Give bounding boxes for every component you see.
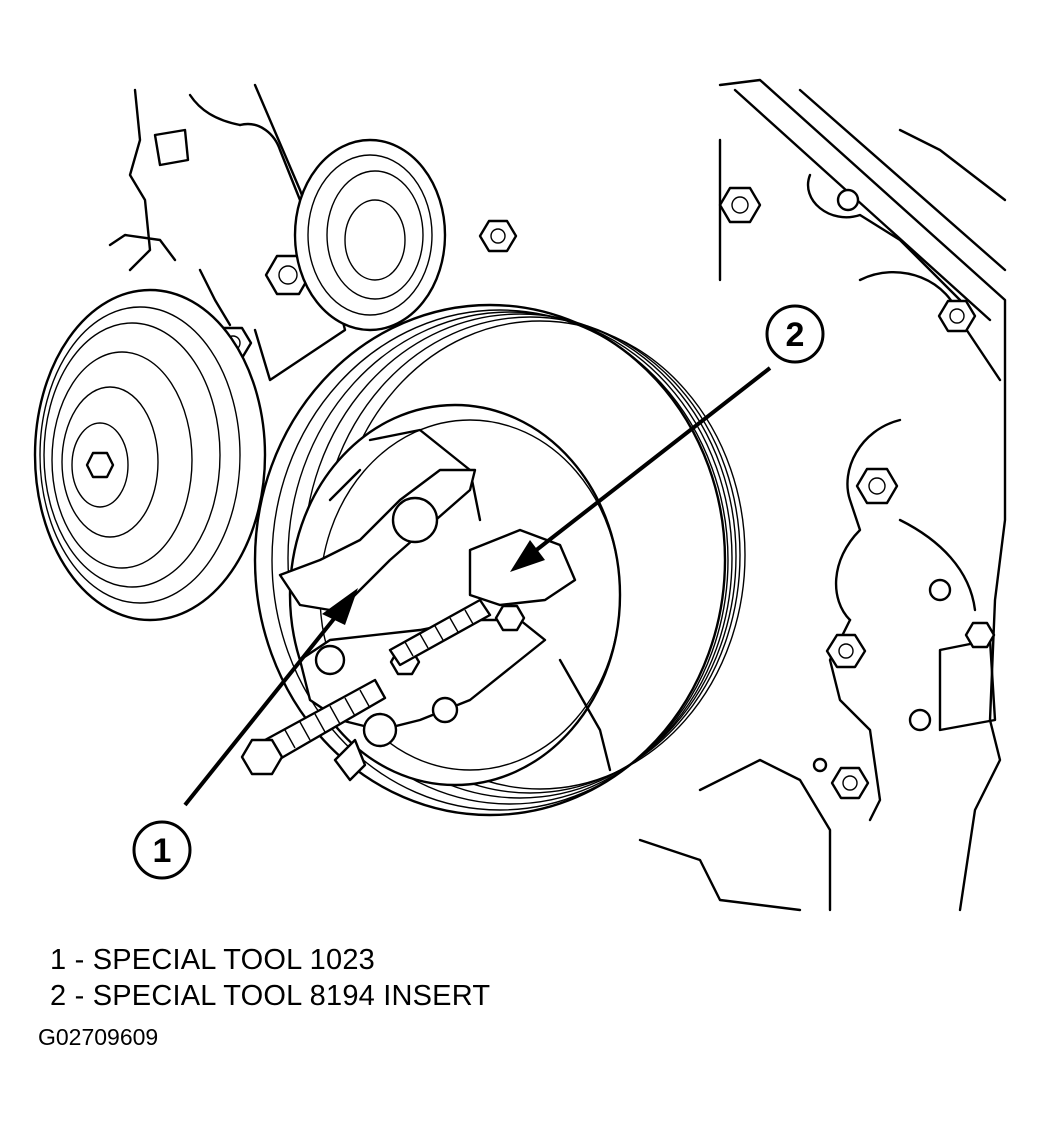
callout-2: 2 (765, 304, 825, 364)
callout-1-number: 1 (153, 832, 172, 870)
tensioner-assembly (108, 83, 447, 382)
figure-id: G02709609 (38, 1024, 159, 1050)
engine-pulley-diagram: 1 2 (33, 78, 1007, 912)
callout-arrows (183, 366, 772, 807)
legend-item-2: 2 - SPECIAL TOOL 8194 INSERT (50, 980, 491, 1012)
accessory-pulley (33, 288, 267, 622)
special-tool-1023 (240, 468, 577, 782)
legend-item-1: 1 - SPECIAL TOOL 1023 (50, 944, 375, 976)
engine-block (638, 78, 1007, 912)
legend: 1 - SPECIAL TOOL 1023 2 - SPECIAL TOOL 8… (50, 942, 490, 1014)
callout-2-number: 2 (786, 316, 805, 354)
callout-1: 1 (132, 820, 192, 880)
